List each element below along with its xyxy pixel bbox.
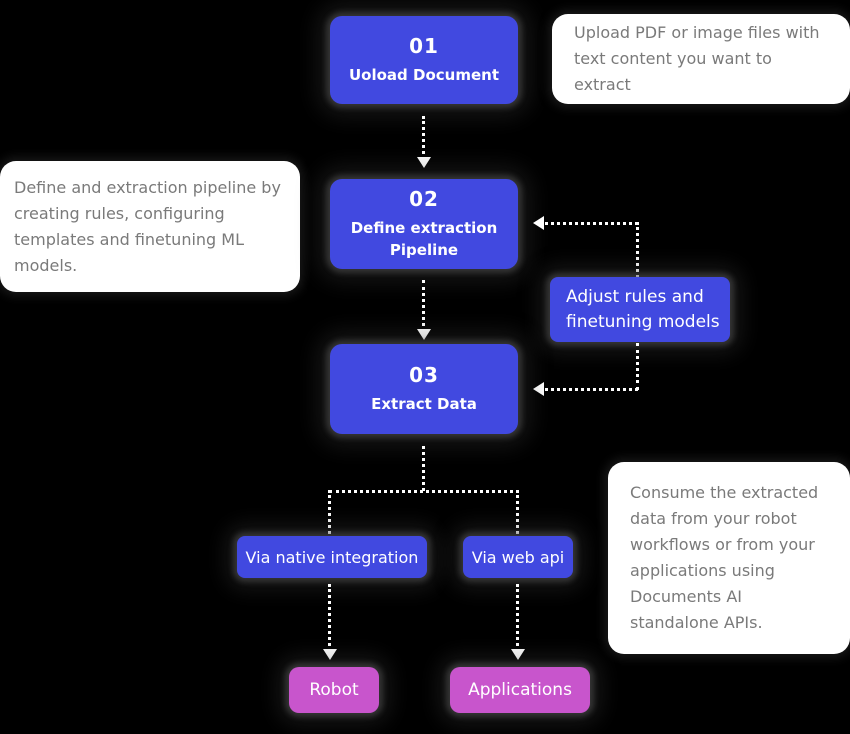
arrowhead-into-step3-side bbox=[533, 382, 544, 396]
note-consume-text: Consume the extracted data from your rob… bbox=[630, 483, 819, 632]
branch-horizontal bbox=[329, 490, 519, 493]
connector-adjust-step3-horizontal bbox=[545, 388, 638, 391]
note-upload-text: Upload PDF or image files with text cont… bbox=[574, 23, 820, 94]
applications-box: Applications bbox=[450, 667, 590, 713]
step-title: Define extraction Pipeline bbox=[350, 219, 498, 259]
via-web-api-box: Via web api bbox=[463, 536, 573, 578]
arrowhead-into-step3 bbox=[417, 329, 431, 340]
step-title: Uoload Document bbox=[349, 66, 499, 84]
connector-step1-step2 bbox=[422, 116, 425, 160]
connector-step2-step3 bbox=[422, 280, 425, 332]
connector-adjust-step2-vertical bbox=[636, 222, 639, 278]
step-number: 03 bbox=[409, 363, 439, 387]
connector-adjust-step2-horizontal bbox=[545, 222, 638, 225]
arrowhead-into-applications bbox=[511, 649, 525, 660]
step-box-upload-document: 01 Uoload Document bbox=[330, 16, 518, 104]
adjust-rules-label: Adjust rules and finetuning models bbox=[566, 286, 720, 332]
step-box-define-pipeline: 02 Define extraction Pipeline bbox=[330, 179, 518, 269]
step-number: 02 bbox=[409, 187, 439, 211]
connector-webapi-applications bbox=[516, 584, 519, 652]
via-native-integration-box: Via native integration bbox=[237, 536, 427, 578]
note-upload: Upload PDF or image files with text cont… bbox=[552, 14, 850, 104]
branch-left-stub bbox=[328, 490, 331, 534]
branch-right-stub bbox=[516, 490, 519, 534]
arrowhead-into-step2 bbox=[417, 157, 431, 168]
arrowhead-into-robot bbox=[323, 649, 337, 660]
note-consume: Consume the extracted data from your rob… bbox=[608, 462, 850, 654]
step-box-extract-data: 03 Extract Data bbox=[330, 344, 518, 434]
applications-label: Applications bbox=[468, 680, 572, 700]
connector-native-robot bbox=[328, 584, 331, 652]
adjust-rules-box: Adjust rules and finetuning models bbox=[550, 277, 730, 342]
step-title: Extract Data bbox=[371, 395, 477, 413]
arrowhead-into-step2-side bbox=[533, 216, 544, 230]
note-define: Define and extraction pipeline by creati… bbox=[0, 161, 300, 292]
connector-step3-branch bbox=[422, 446, 425, 491]
via-native-integration-label: Via native integration bbox=[245, 547, 419, 567]
note-define-text: Define and extraction pipeline by creati… bbox=[14, 177, 281, 275]
step-number: 01 bbox=[409, 34, 439, 58]
robot-label: Robot bbox=[309, 680, 359, 700]
via-web-api-label: Via web api bbox=[471, 547, 565, 567]
connector-adjust-step3-vertical bbox=[636, 343, 639, 390]
robot-box: Robot bbox=[289, 667, 379, 713]
